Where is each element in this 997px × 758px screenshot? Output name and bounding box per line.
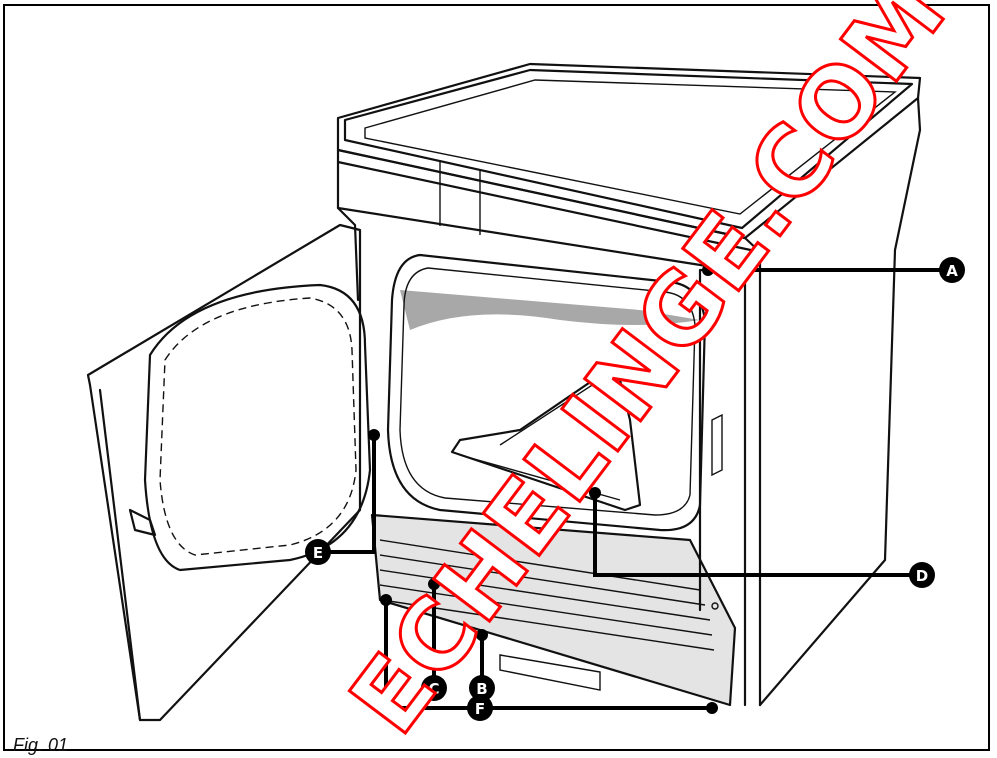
door-opening	[386, 253, 707, 532]
svg-text:C: C	[428, 680, 439, 698]
leader-d	[593, 493, 920, 577]
leader-e	[318, 435, 376, 554]
callout-f: F	[467, 695, 493, 721]
svg-text:A: A	[946, 262, 958, 280]
svg-text:B: B	[476, 680, 487, 698]
svg-text:F: F	[475, 700, 485, 718]
callout-anchors	[368, 264, 718, 714]
callout-b: B	[469, 675, 495, 701]
callout-leaders	[318, 268, 950, 710]
svg-text:D: D	[916, 567, 928, 585]
cabinet	[336, 96, 922, 707]
open-door	[86, 223, 372, 722]
callout-c: C	[421, 675, 447, 701]
drum-shadow	[400, 290, 700, 330]
figure-caption: Fig. 01	[13, 735, 69, 755]
side-details	[711, 413, 723, 610]
callout-e: E	[305, 539, 331, 565]
svg-text:E: E	[313, 544, 323, 562]
callout-d: D	[909, 562, 935, 588]
plinth-grille	[370, 513, 737, 707]
plinth-shade	[372, 515, 735, 705]
leader-f	[384, 600, 712, 710]
callout-a: A	[939, 257, 965, 283]
